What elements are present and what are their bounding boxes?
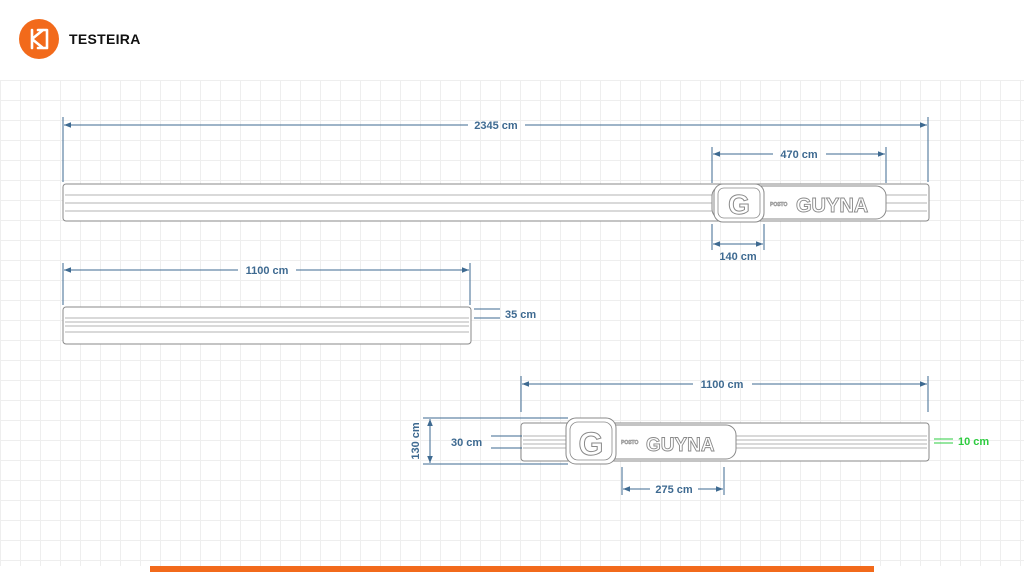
dim-total-length: 2345 cm xyxy=(474,120,518,132)
dim-band-height: 30 cm xyxy=(451,437,482,449)
elevation-middle: 1100 cm 35 cm xyxy=(62,263,536,345)
dim-rear-logo-width: 275 cm xyxy=(655,484,693,496)
dim-logo-panel-width: 470 cm xyxy=(780,149,818,161)
brand-name-rear: GUYNA xyxy=(646,435,715,456)
logo-mark-box-rear xyxy=(565,417,617,465)
dim-side-height: 35 cm xyxy=(505,309,536,321)
logo-letter: G xyxy=(728,189,750,220)
dim-side-length: 1100 cm xyxy=(246,265,289,277)
dim-rear-length: 1100 cm xyxy=(701,379,744,391)
dim-logo-mark-width: 140 cm xyxy=(719,251,757,263)
header: TESTEIRA xyxy=(0,0,1024,80)
brand-prefix-rear: POSTO xyxy=(621,440,639,446)
logo-mark-box xyxy=(713,183,765,223)
logo-letter-rear: G xyxy=(579,426,604,462)
dim-strip-height: 10 cm xyxy=(958,436,989,448)
brand-logo-icon xyxy=(19,19,59,59)
page-title: TESTEIRA xyxy=(69,31,141,47)
brand-name: GUYNA xyxy=(796,195,868,217)
footer-accent-bar xyxy=(150,566,874,572)
elevation-bottom: G POSTO GUYNA 1100 cm 130 cm 30 cm 275 c… xyxy=(410,376,989,496)
elevation-top: G POSTO GUYNA 2345 cm 470 cm 140 cm xyxy=(62,117,930,263)
brand-prefix: POSTO xyxy=(770,202,788,208)
dim-total-height: 130 cm xyxy=(410,422,422,460)
side-facade-body xyxy=(62,306,472,345)
